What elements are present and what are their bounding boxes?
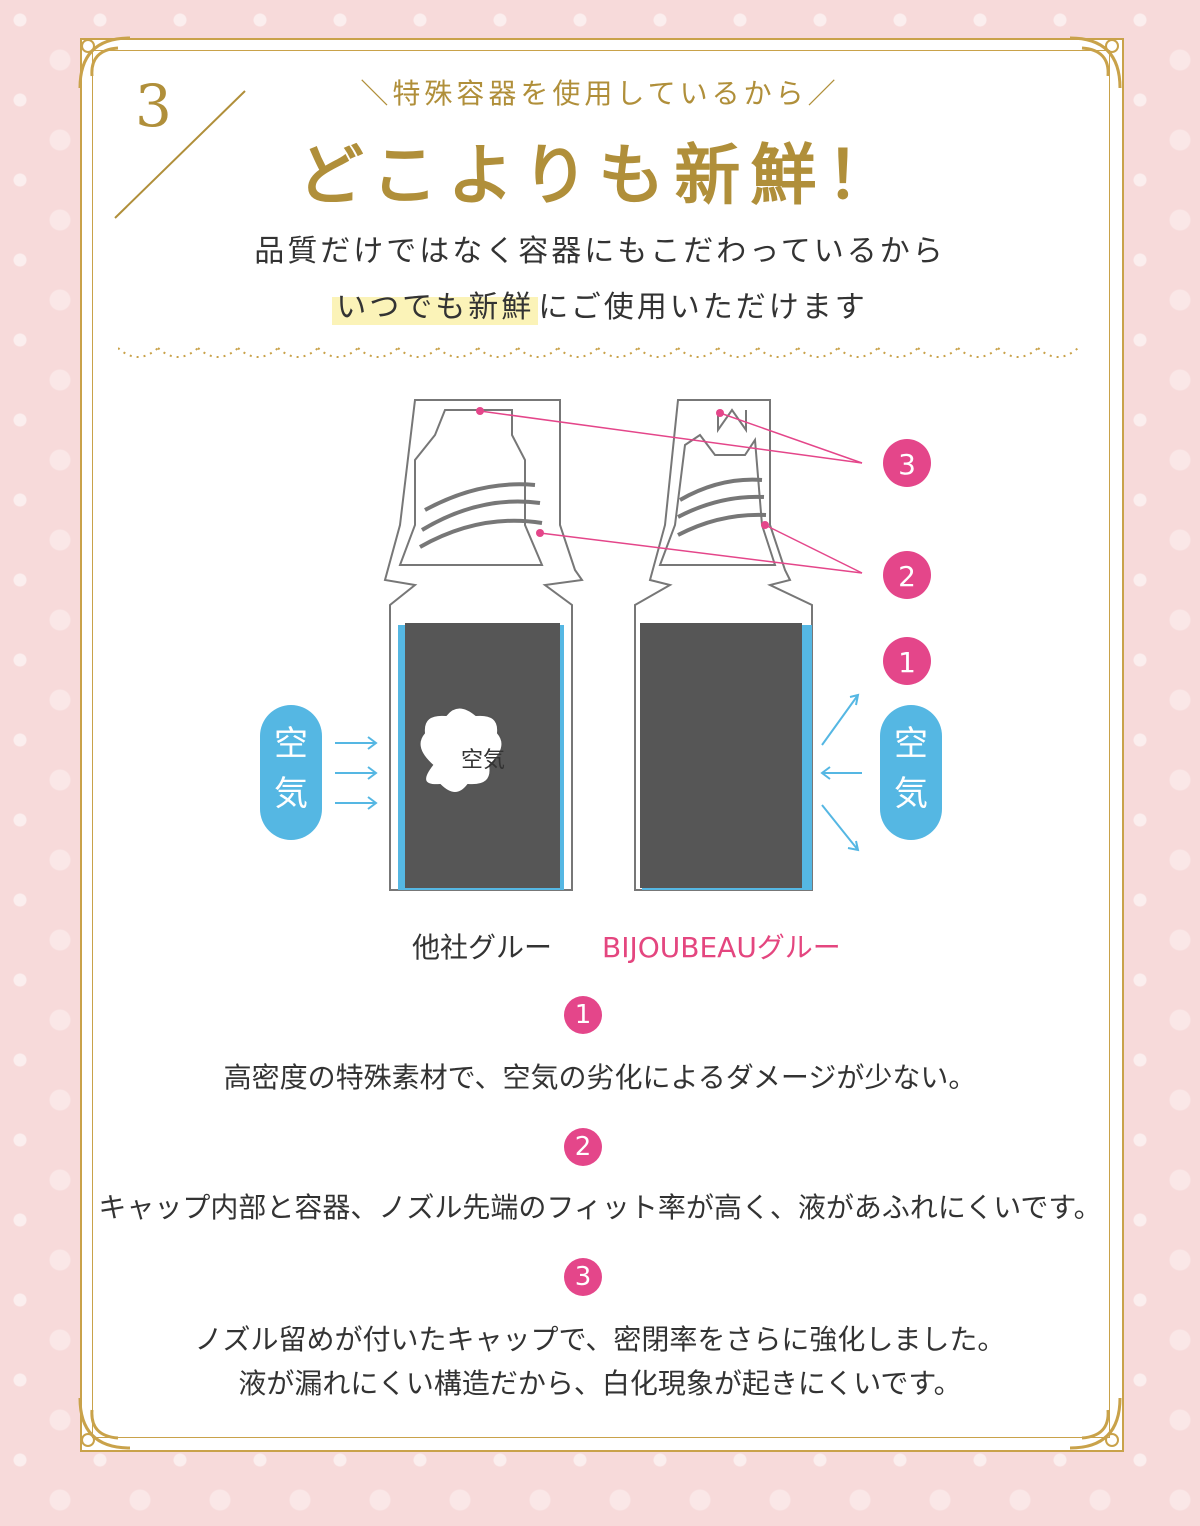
air-left-2: 気: [274, 774, 308, 814]
air-pill-right: [880, 705, 942, 840]
lead-text-1: 品質だけではなく容器にもこだわっているから: [254, 234, 946, 269]
svg-text:3: 3: [898, 448, 916, 481]
air-left-1: 空: [274, 724, 308, 764]
bijoubeau-bottle: [634, 399, 813, 891]
content-frame: [80, 38, 1124, 1452]
marker-2: [883, 551, 931, 599]
air-arrows-left: [335, 736, 378, 810]
corner-ornament-icon: [78, 1397, 131, 1450]
marker-1: [883, 637, 931, 685]
air-right-2: 気: [894, 774, 928, 814]
air-inside-label: 空気: [461, 748, 505, 773]
lead-text-2: いつでも新鮮にご使用いただけます: [0, 282, 1200, 326]
point-text-2: キャップ内部と容器、ノズル先端のフィット率が高く、液があふれにくいです。: [98, 1191, 1102, 1224]
section-number: 3: [135, 72, 172, 140]
point-badge-2: 2: [564, 1128, 602, 1166]
section-title: どこよりも新鮮！: [297, 136, 903, 214]
marker-3: [883, 439, 931, 487]
divider-slash: [114, 90, 246, 219]
svg-text:2: 2: [898, 560, 916, 593]
point-badge-1: 1: [564, 996, 602, 1034]
scallop-divider: [118, 347, 1079, 358]
other-bottle: 空気: [383, 399, 584, 891]
corner-ornament-icon: [1069, 1397, 1122, 1450]
other-glue-label: 他社グルー: [412, 931, 553, 964]
lead-highlight: いつでも新鮮: [332, 290, 539, 325]
svg-text:1: 1: [898, 646, 916, 679]
bijoubeau-glue-label: BIJOUBEAUグルー: [602, 931, 841, 964]
point-text-3a: ノズル留めが付いたキャップで、密閉率をさらに強化しました。: [194, 1323, 1006, 1356]
point-badge-3: 3: [564, 1258, 602, 1296]
point-text-1: 高密度の特殊素材で、空気の劣化によるダメージが少ない。: [223, 1061, 977, 1094]
air-arrows-right: [820, 693, 862, 852]
air-right-1: 空: [894, 724, 928, 764]
corner-ornament-icon: [1069, 36, 1122, 89]
pointer-lines: [479, 410, 863, 574]
section-subtitle: ＼特殊容器を使用しているから／: [360, 77, 840, 110]
content-frame-inner: [92, 50, 1110, 1438]
air-pill-left: [260, 705, 322, 840]
point-text-3b: 液が漏れにくい構造だから、白化現象が起きにくいです。: [238, 1367, 962, 1400]
bottle-diagram: 空気 空 気 空 気 3 2 1: [260, 399, 942, 891]
lead-rest: にご使用いただけます: [538, 290, 868, 325]
corner-ornament-icon: [78, 36, 131, 89]
